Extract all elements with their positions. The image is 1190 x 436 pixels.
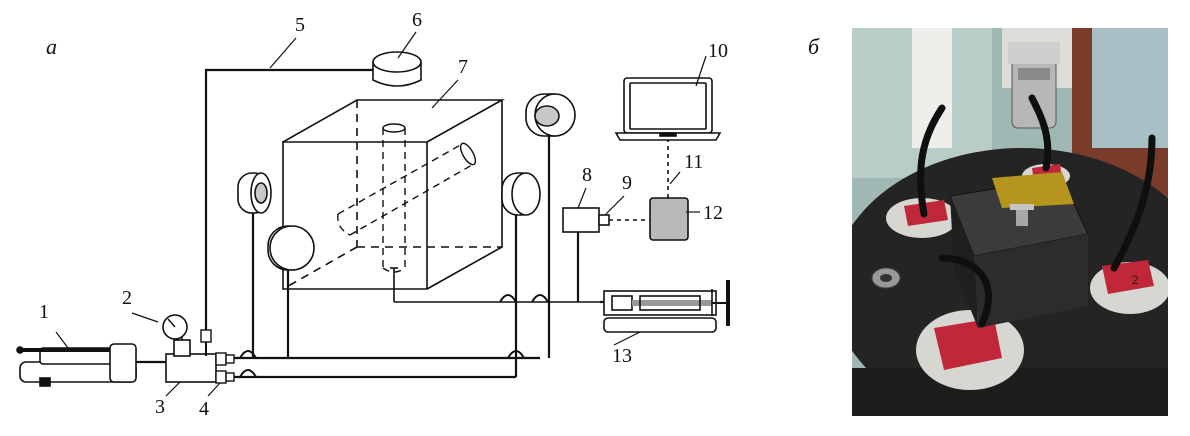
acoustic-sensor-right (501, 172, 541, 216)
label-3: 3 (155, 396, 165, 418)
laptop-icon (614, 77, 722, 141)
label-12: 12 (703, 202, 723, 224)
label-7: 7 (458, 56, 468, 78)
pressure-gauge (162, 314, 188, 340)
sensor-disk-front (916, 310, 1024, 390)
leader-lines (55, 31, 707, 397)
label-5: 5 (295, 14, 305, 36)
specimen-cube (282, 99, 506, 290)
label-6: 6 (412, 9, 422, 31)
panel-label-b: б (808, 34, 820, 59)
hand-pump (16, 343, 168, 387)
acoustic-sensor-left (237, 172, 272, 214)
valve-line5 (200, 329, 212, 343)
manifold (165, 326, 217, 383)
sensor-mark-2: 2 (1132, 273, 1139, 287)
preamplifier (562, 207, 610, 233)
piping (204, 68, 580, 379)
label-1: 1 (39, 301, 49, 323)
pressure-sensor (372, 51, 422, 87)
borehole-channels (337, 123, 477, 273)
valve-lower (215, 370, 235, 384)
label-4: 4 (199, 398, 209, 420)
label-8: 8 (582, 164, 592, 186)
valve-upper (215, 352, 235, 366)
label-9: 9 (622, 172, 632, 194)
label-11: 11 (684, 151, 703, 173)
label-2: 2 (122, 287, 132, 309)
acoustic-sensor-top (525, 93, 576, 137)
inlet-pipe (390, 267, 600, 303)
label-10: 10 (708, 40, 728, 62)
syringe-pump (603, 280, 730, 333)
daq-unit (649, 197, 689, 241)
panel-label-a: а (46, 34, 57, 59)
sensor-cables (917, 94, 1156, 328)
label-13: 13 (612, 345, 632, 367)
acoustic-sensor-left-front (267, 225, 315, 271)
experiment-photo: 2 (852, 28, 1168, 416)
